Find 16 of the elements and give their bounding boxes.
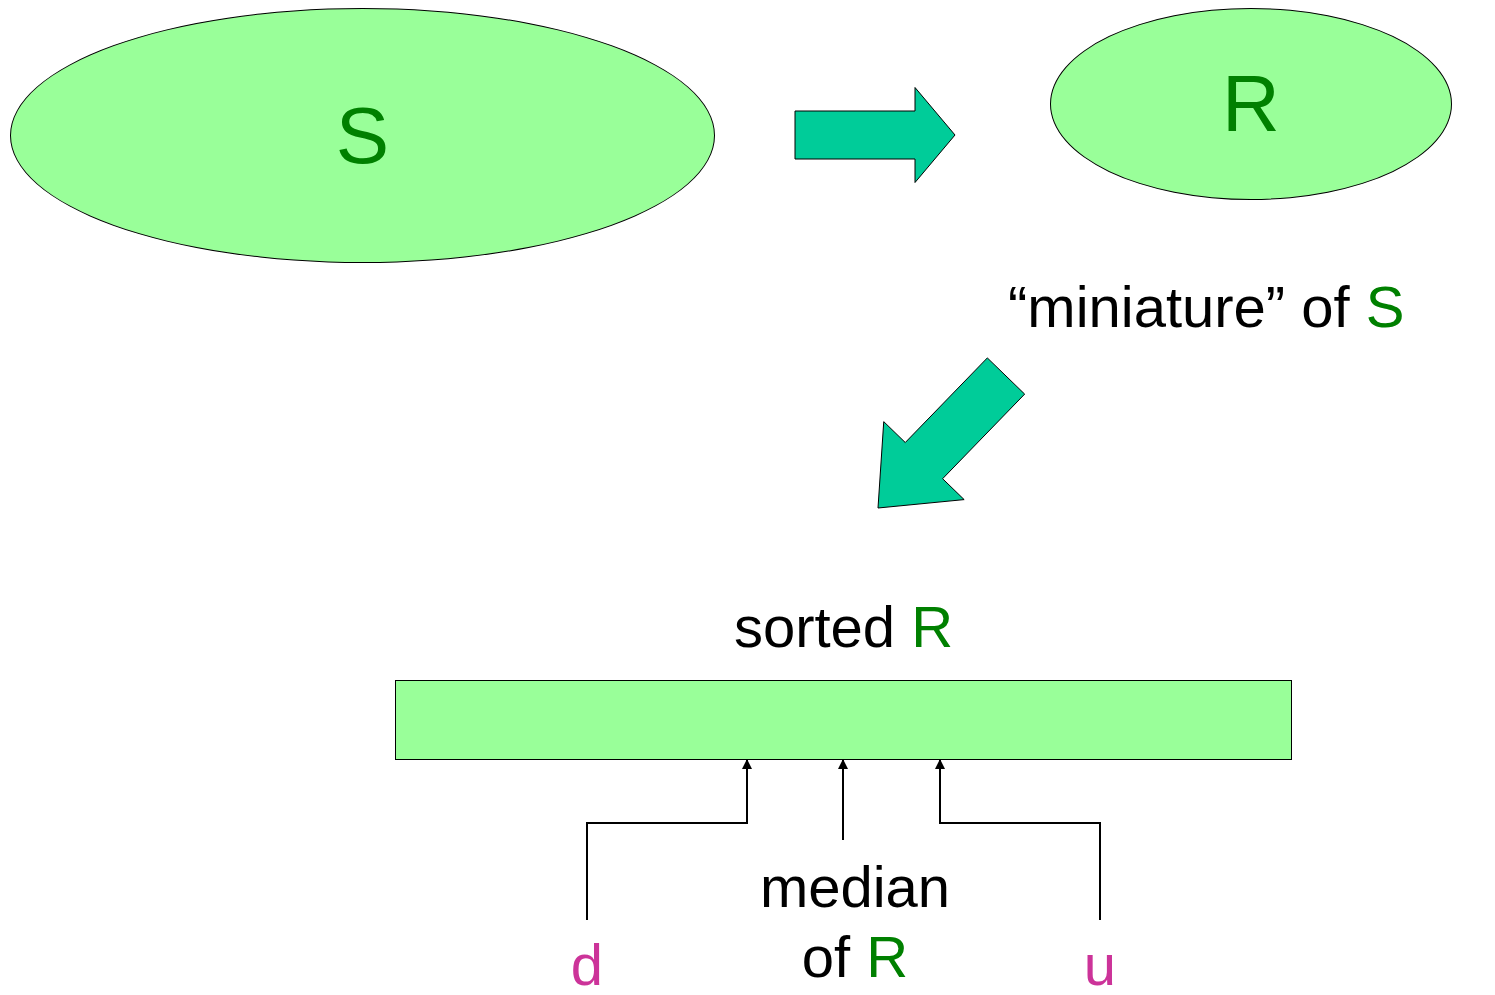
node-text: S bbox=[335, 90, 390, 180]
arrow bbox=[586, 759, 752, 921]
node-text: R bbox=[866, 923, 909, 989]
arrow bbox=[838, 759, 848, 841]
node-text: of bbox=[801, 923, 851, 989]
node-text: d bbox=[570, 932, 604, 995]
node-text: R bbox=[1222, 59, 1280, 148]
node-text: R bbox=[911, 594, 954, 659]
arrow bbox=[935, 759, 1101, 921]
block-arrow bbox=[877, 357, 1026, 509]
node-label: S bbox=[1365, 274, 1405, 339]
block-arrow bbox=[794, 87, 956, 183]
node-text: u bbox=[1083, 932, 1117, 995]
node-label: “miniature” of bbox=[1008, 274, 1350, 339]
node-text: median bbox=[759, 854, 951, 919]
node-text: sorted bbox=[733, 594, 896, 659]
